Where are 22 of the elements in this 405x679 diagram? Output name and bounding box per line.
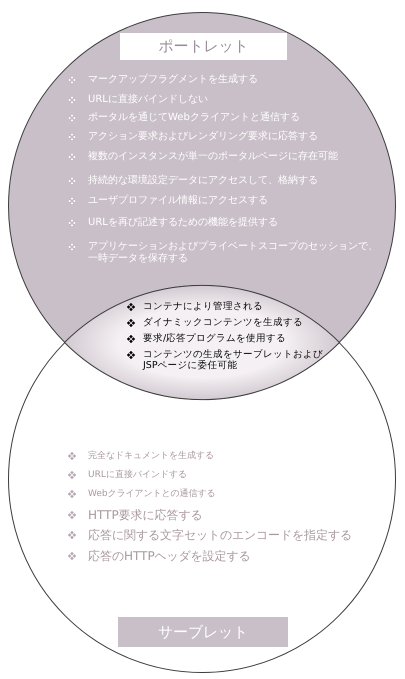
feature-text: URLを再び記述するための機能を提供する bbox=[88, 217, 279, 229]
feature-text: 要求/応答プログラムを使用する bbox=[143, 333, 288, 344]
feature-text: URLに直接バインドする bbox=[88, 470, 188, 481]
section-heading: ポートレット bbox=[120, 33, 287, 60]
feature-text: コンテンツの生成をサーブレットおよびJSPページに委任可能 bbox=[143, 349, 324, 372]
feature-text: ポータルを通じてWebクライアントと通信する bbox=[88, 112, 301, 124]
feature-text: 応答に関する文字セットのエンコードを指定する bbox=[88, 528, 353, 542]
feature-text: Webクライアントとの通信する bbox=[88, 489, 217, 500]
section-heading: サーブレット bbox=[118, 617, 288, 647]
feature-text: 複数のインスタンスが単一のポータルページに存在可能 bbox=[88, 151, 339, 163]
feature-text: URLに直接バインドしない bbox=[88, 94, 209, 106]
overlap-region bbox=[64, 285, 340, 400]
feature-text: 完全なドキュメントを生成する bbox=[88, 451, 215, 462]
feature-text: 持続的な環境設定データにアクセスして、格納する bbox=[88, 175, 319, 187]
feature-text: アクション要求およびレンダリング要求に応答する bbox=[88, 131, 319, 143]
feature-text: アプリケーションおよびプライベートスコープのセッションで、一時データを保存する bbox=[88, 241, 379, 265]
feature-text: 応答のHTTPヘッダを設定する bbox=[88, 549, 252, 564]
feature-text: マークアップフラグメントを生成する bbox=[88, 74, 259, 86]
feature-text: コンテナにより管理される bbox=[143, 301, 264, 312]
feature-text: ダイナミックコンテンツを生成する bbox=[143, 317, 304, 328]
feature-text: ユーザプロファイル情報にアクセスする bbox=[88, 195, 269, 207]
feature-text: HTTP要求に応答する bbox=[88, 508, 204, 522]
